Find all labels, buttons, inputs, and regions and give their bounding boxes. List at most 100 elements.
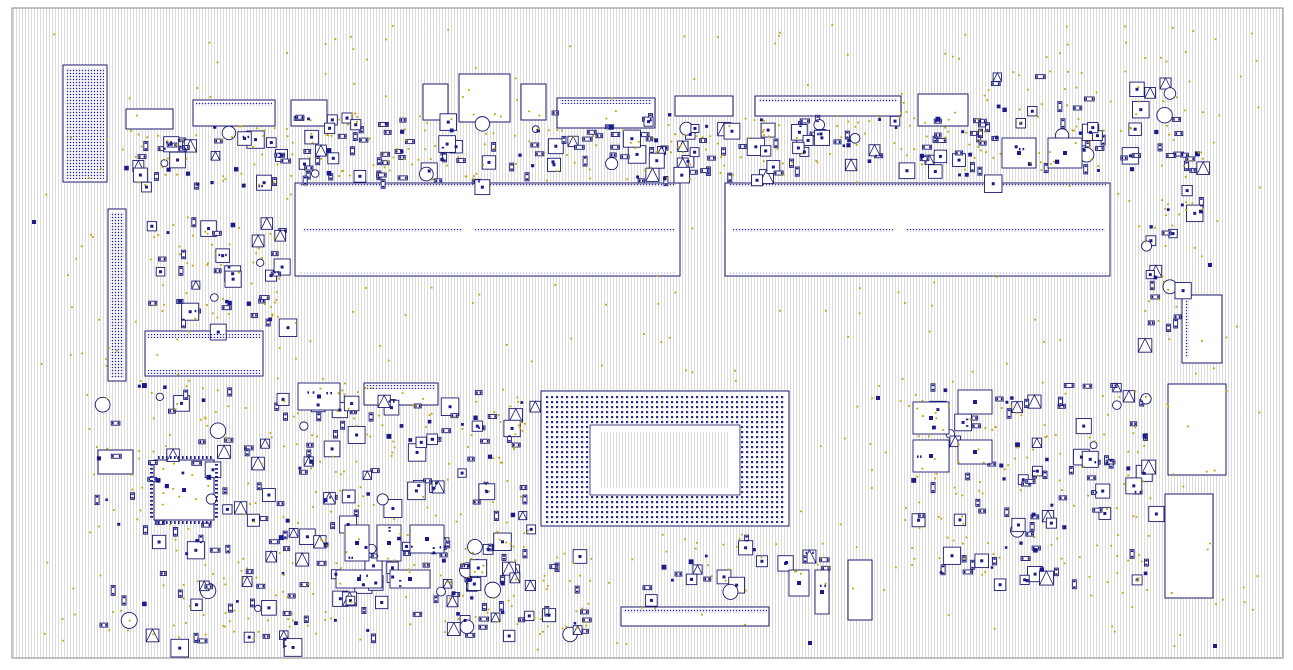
- passive-pad: [479, 391, 482, 394]
- via: [1007, 464, 1010, 467]
- ic-center-pad: [1101, 489, 1105, 493]
- via: [934, 477, 937, 480]
- via: [762, 128, 765, 131]
- via: [319, 460, 321, 463]
- passive-pad: [588, 618, 591, 622]
- passive-footprint: [303, 615, 309, 624]
- via: [182, 583, 185, 586]
- ic-center-pad: [243, 137, 247, 141]
- passive-pad: [262, 299, 265, 303]
- passive-pad: [971, 163, 974, 166]
- passive-pad: [435, 179, 438, 183]
- diode-footprint: [191, 280, 201, 290]
- via: [1146, 589, 1148, 591]
- passive-pad: [242, 135, 245, 139]
- smd-pad: [520, 401, 524, 404]
- qfp-pin: [150, 500, 153, 502]
- via: [341, 170, 343, 173]
- ic-center-pad: [346, 522, 350, 526]
- smd-pad: [96, 456, 101, 461]
- via: [986, 99, 989, 101]
- passive-pad: [931, 483, 935, 486]
- passive-pad: [283, 612, 286, 615]
- round-component: [467, 539, 483, 555]
- passive-footprint: [1131, 153, 1141, 159]
- passive-pad: [531, 143, 534, 147]
- passive-footprint: [337, 133, 347, 139]
- passive-pad: [1085, 97, 1087, 101]
- passive-pad: [463, 564, 466, 568]
- passive-pad: [486, 440, 489, 443]
- via: [233, 609, 236, 612]
- via: [71, 306, 73, 309]
- passive-pad: [983, 141, 986, 145]
- via: [407, 148, 410, 150]
- via: [940, 517, 943, 520]
- via: [209, 96, 212, 98]
- via: [471, 302, 474, 304]
- via: [608, 581, 610, 584]
- via: [515, 163, 517, 165]
- passive-pad: [204, 639, 207, 643]
- via: [782, 162, 784, 165]
- passive-pad: [305, 620, 308, 622]
- passive-pad: [392, 400, 395, 403]
- passive-footprint: [1025, 531, 1034, 537]
- via: [1213, 367, 1216, 370]
- via: [222, 175, 225, 178]
- via: [1096, 544, 1099, 547]
- ic-center-pad: [350, 401, 354, 405]
- via: [105, 365, 108, 367]
- smd-pad: [704, 554, 708, 558]
- passive-pad: [307, 176, 310, 179]
- via: [533, 616, 536, 619]
- passive-footprint: [773, 170, 784, 176]
- ic-center-pad: [950, 554, 954, 558]
- ic-center-pad: [415, 450, 419, 454]
- passive-footprint: [368, 412, 374, 422]
- passive-footprint: [212, 230, 222, 236]
- via: [273, 236, 276, 239]
- ic-center-pad: [262, 181, 266, 185]
- via: [800, 510, 802, 513]
- passive-footprint: [586, 129, 597, 135]
- via: [1142, 480, 1144, 483]
- via: [364, 387, 367, 389]
- qfp-pin: [206, 456, 208, 459]
- connector-pins: [66, 68, 104, 179]
- smd-pad: [968, 152, 973, 157]
- via: [381, 424, 384, 427]
- passive-footprint: [962, 569, 974, 575]
- via: [472, 178, 475, 180]
- via: [674, 133, 677, 135]
- via: [908, 405, 910, 407]
- qfp-pin: [215, 496, 218, 498]
- diode-marker: [260, 438, 271, 449]
- smd-pad: [654, 138, 659, 143]
- passive-footprint: [965, 472, 971, 481]
- passive-pad: [1151, 282, 1154, 284]
- passive-pad: [790, 164, 793, 167]
- passive-pad: [316, 162, 319, 164]
- passive-pad: [489, 415, 491, 418]
- via: [931, 304, 933, 307]
- smd-pad: [236, 600, 239, 603]
- passive-footprint: [376, 172, 387, 178]
- passive-pad: [334, 431, 337, 433]
- passive-pad: [1000, 397, 1003, 401]
- via: [494, 113, 496, 115]
- diode-footprint: [490, 612, 501, 623]
- via: [1059, 338, 1062, 341]
- passive-pad: [122, 602, 126, 605]
- via: [795, 570, 798, 573]
- via: [1138, 225, 1141, 228]
- via: [176, 173, 178, 176]
- passive-pad: [1065, 384, 1067, 387]
- passive-pad: [976, 503, 980, 506]
- via: [335, 471, 337, 473]
- passive-pad: [225, 438, 228, 442]
- passive-pad: [306, 583, 308, 586]
- via: [1137, 86, 1140, 88]
